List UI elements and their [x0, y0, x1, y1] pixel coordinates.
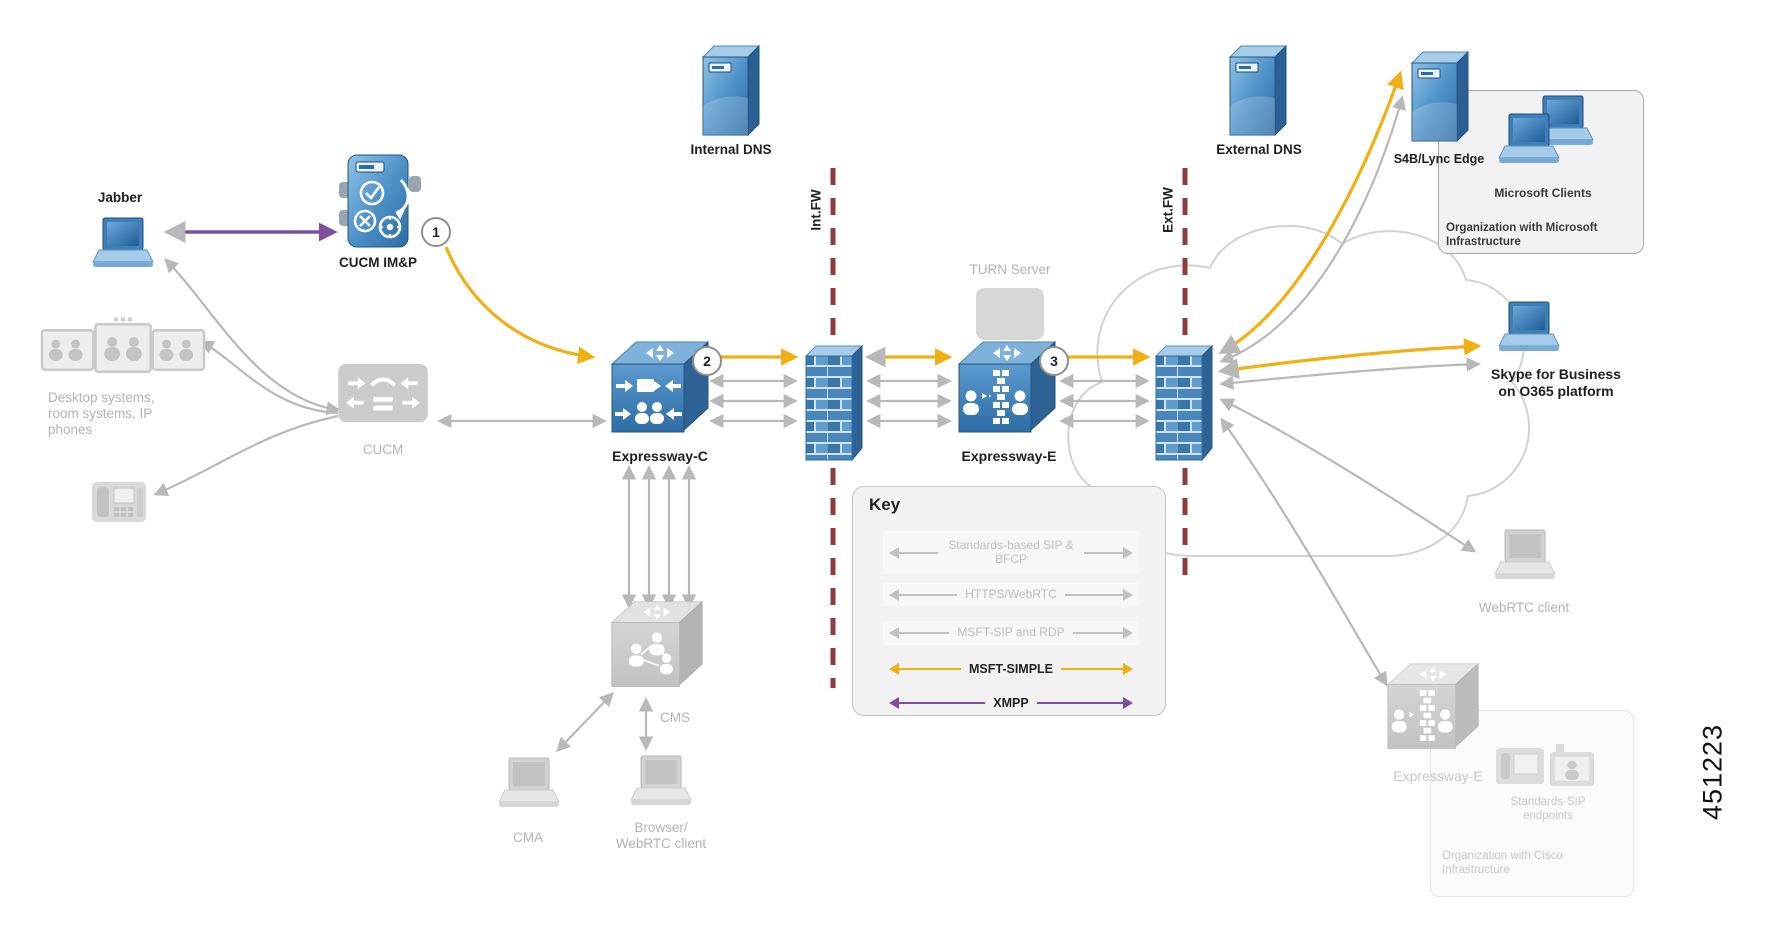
arrows-gray — [153, 95, 1481, 753]
legend-row-standards-sip: Standards-based SIP & BFCP — [883, 531, 1139, 575]
legend-title: Key — [869, 495, 901, 514]
standards-sip-endpoints-label: Standards-SIP endpoints — [1510, 796, 1586, 822]
expressway-c-label: Expressway-C — [612, 448, 708, 464]
external-firewall-icon — [1152, 344, 1216, 462]
webrtc-client-label: WebRTC client — [1478, 600, 1570, 615]
cucm-icon — [336, 358, 430, 428]
microsoft-clients-laptop-front-icon — [1496, 112, 1560, 170]
browser-webrtc-label: Browser/ WebRTC client — [615, 820, 707, 851]
org-microsoft-label: Organization with Microsoft Infrastructu… — [1446, 222, 1598, 248]
step-badge-1: 1 — [421, 217, 451, 247]
ext-fw-label: Ext.FW — [1160, 187, 1176, 233]
org-cisco-box — [1430, 710, 1634, 897]
legend-label: XMPP — [985, 695, 1037, 711]
cucm-imp-label: CUCM IM&P — [339, 255, 417, 270]
cms-label: CMS — [660, 710, 690, 725]
step-badge-2: 2 — [692, 346, 722, 376]
microsoft-clients-label: Microsoft Clients — [1494, 186, 1592, 200]
s4b-lync-edge-label: S4B/Lync Edge — [1393, 152, 1485, 166]
internal-dns-server-icon — [697, 42, 765, 138]
step-badge-2-label: 2 — [703, 353, 711, 369]
firewall-boundaries — [830, 168, 1188, 688]
s4b-lync-edge-server-icon — [1406, 48, 1474, 144]
legend-label: HTTPS/WebRTC — [957, 587, 1065, 602]
turn-server-shape — [976, 288, 1044, 340]
internal-firewall-icon — [802, 344, 866, 462]
webrtc-client-laptop-icon — [1492, 528, 1556, 586]
legend-row-xmpp: XMPP — [883, 691, 1139, 715]
int-fw-label: Int.FW — [808, 189, 824, 231]
expressway-e-remote-icon — [1386, 658, 1480, 758]
standards-sip-endpoints-icon — [1496, 740, 1600, 794]
expressway-e-remote-label: Expressway-E — [1393, 768, 1483, 784]
legend-label: MSFT-SIMPLE — [960, 661, 1062, 677]
legend-label: Standards-based SIP & BFCP — [938, 538, 1084, 567]
ip-phone-icon — [90, 478, 148, 526]
desktop-systems-label: Desktop systems, room systems, IP phones — [48, 390, 155, 437]
legend-row-https-webrtc: HTTPS/WebRTC — [883, 583, 1139, 607]
cma-label: CMA — [513, 830, 543, 845]
legend-box: Key Standards-based SIP & BFCP HTTPS/Web… — [852, 486, 1166, 716]
turn-server-label: TURN Server — [969, 262, 1051, 277]
expressway-e-label: Expressway-E — [961, 448, 1057, 464]
legend-label: MSFT-SIP and RDP — [949, 625, 1073, 640]
skype-o365-label: Skype for Business on O365 platform — [1491, 366, 1621, 399]
cms-icon — [610, 596, 704, 696]
expressway-e-icon — [957, 336, 1057, 442]
step-badge-3-label: 3 — [1050, 353, 1058, 369]
jabber-label: Jabber — [97, 190, 143, 205]
external-dns-server-icon — [1224, 42, 1292, 138]
jabber-laptop-icon — [90, 216, 154, 274]
desktop-systems-icon — [40, 316, 208, 380]
skype-laptop-icon — [1496, 300, 1560, 358]
browser-webrtc-laptop-icon — [628, 754, 692, 812]
step-badge-3: 3 — [1039, 346, 1069, 376]
external-dns-label: External DNS — [1216, 142, 1302, 157]
cucm-imp-icon — [338, 152, 422, 252]
cucm-label: CUCM — [362, 442, 404, 457]
figure-number: 451223 — [1697, 723, 1728, 821]
legend-row-msft-simple: MSFT-SIMPLE — [883, 657, 1139, 681]
org-cisco-label: Organization with Cisco Infrastructure — [1442, 850, 1563, 876]
cma-laptop-icon — [496, 756, 560, 814]
step-badge-1-label: 1 — [432, 224, 440, 240]
legend-row-msft-sip-rdp: MSFT-SIP and RDP — [883, 621, 1139, 645]
internal-dns-label: Internal DNS — [690, 142, 772, 157]
